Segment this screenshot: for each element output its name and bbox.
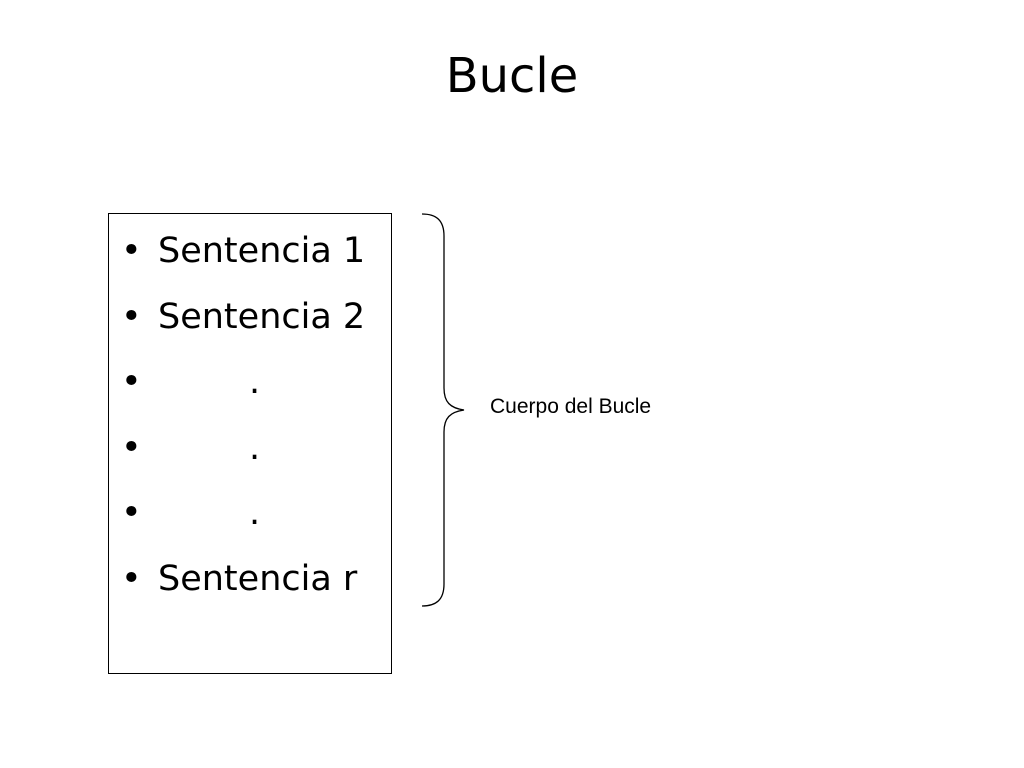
slide-title: Bucle [445, 48, 579, 104]
statement-text: Sentencia r [158, 558, 358, 599]
statement-text: Sentencia 1 [158, 231, 366, 271]
ellipsis-dot: . [249, 362, 261, 402]
statement-box: • Sentencia 1 • Sentencia 2 • . • . • . … [108, 213, 392, 674]
bullet-icon: • [121, 558, 142, 599]
bullet-icon: • [121, 493, 142, 533]
right-curly-brace-icon [421, 213, 465, 607]
ellipsis-dot: . [249, 427, 261, 468]
loop-body-label: Cuerpo del Bucle [490, 395, 652, 418]
bullet-icon: • [121, 296, 142, 337]
statement-text: Sentencia 2 [158, 296, 366, 337]
bullet-icon: • [121, 231, 142, 271]
bullet-icon: • [121, 427, 142, 468]
ellipsis-dot: . [249, 493, 261, 533]
brace-path [421, 213, 465, 607]
bullet-icon: • [121, 362, 142, 402]
